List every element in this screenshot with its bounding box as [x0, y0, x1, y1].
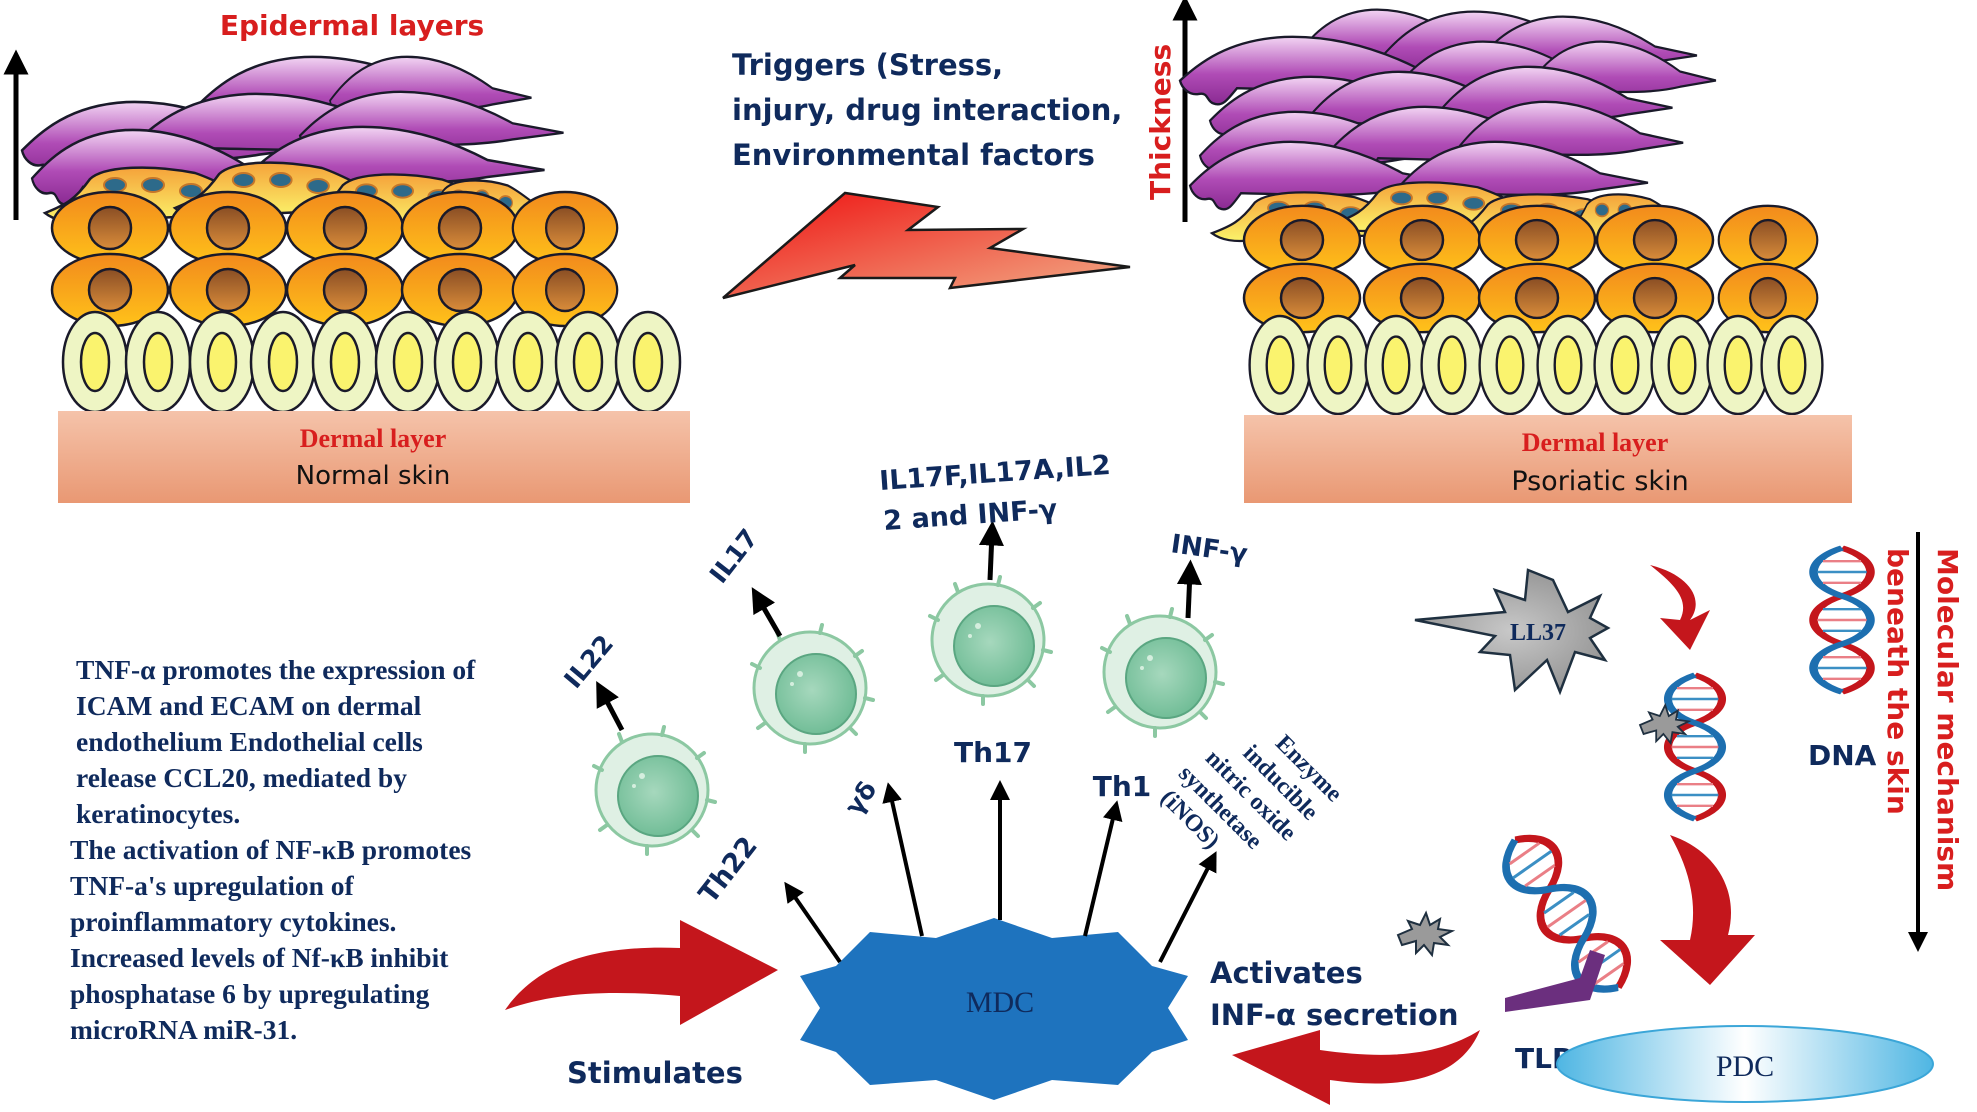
gamma-delta-cell	[750, 623, 875, 754]
activates-line-2: INF-α secretion	[1210, 998, 1459, 1032]
stimulates-arrow-icon	[505, 920, 778, 1025]
nfkb-note-line: proinflammatory cytokines.	[70, 906, 397, 937]
il22-label: IL22	[558, 629, 619, 694]
tnf-note-line: release CCL20, mediated by	[76, 762, 407, 793]
activates-group: Activates INF-α secretion	[1210, 956, 1480, 1105]
psoriatic-stratum-corneum	[1178, 8, 1718, 211]
curved-arrow-down-2	[1660, 835, 1755, 985]
triggers-group: Triggers (Stress, injury, drug interacti…	[722, 48, 1131, 300]
psoriatic-stratum-spinosum	[1242, 204, 1819, 334]
triggers-line-2: injury, drug interaction,	[732, 93, 1122, 127]
ll37-star	[1414, 568, 1611, 696]
nfkb-note-line: TNF-a's upregulation of	[70, 870, 354, 901]
arrow-to-inos	[1158, 851, 1217, 963]
th1-label: Th1	[1093, 770, 1152, 803]
nfkb-note-line: microRNA miR-31.	[70, 1014, 298, 1045]
normal-skin-illustration: Epidermal layers	[3, 9, 690, 503]
ll37-tlr-star	[1397, 912, 1453, 956]
nfkb-note-line: phosphatase 6 by upregulating	[70, 978, 430, 1009]
th1-cell	[1100, 607, 1225, 738]
normal-stratum-spinosum	[50, 190, 619, 328]
arrow-to-th1	[1083, 800, 1123, 937]
th22-label: Th22	[693, 831, 764, 909]
triggers-line-3: Environmental factors	[732, 138, 1095, 172]
th17-products-line-1: IL17F,IL17A,IL2	[878, 450, 1111, 497]
nfkb-note-line: The activation of NF-κB promotes	[70, 834, 472, 865]
th22-cell	[592, 725, 717, 856]
immune-cascade: MDC Th22 γδ Th17 Th1 IL22 IL17 IL17F,IL1…	[558, 450, 1347, 1100]
arrow-to-th22	[784, 881, 842, 964]
tnf-note-line: ICAM and ECAM on dermal	[76, 690, 422, 721]
dna-icon	[1814, 548, 1871, 692]
gamma-delta-label: γδ	[839, 776, 882, 821]
tnf-note-line: TNF-α promotes the expression of	[76, 654, 476, 685]
dna-label: DNA	[1808, 739, 1877, 772]
molecular-label-line-2: beneath the skin	[1881, 548, 1914, 815]
th17-cell	[928, 575, 1053, 706]
tnf-note-line: endothelium Endothelial cells	[76, 726, 423, 757]
psoriatic-dermal-label: Dermal layer	[1522, 428, 1669, 457]
normal-stratum-basale	[61, 310, 682, 414]
activates-arrow-icon	[1232, 1030, 1480, 1105]
arrow-to-gamma-delta	[882, 782, 924, 937]
normal-dermal-label: Dermal layer	[300, 424, 447, 453]
arrow-il17f	[978, 520, 1004, 581]
psoriatic-skin-illustration: Thickness	[1144, 0, 1852, 503]
il17-label: IL17	[704, 524, 764, 589]
mdc-cell	[800, 918, 1188, 1100]
nfkb-note-line: Increased levels of Nf-κB inhibit	[70, 942, 449, 973]
stimulates-label: Stimulates	[567, 1056, 743, 1090]
normal-dermal-layer	[58, 411, 690, 503]
activates-line-1: Activates	[1210, 956, 1363, 990]
stimulates-group: Stimulates	[505, 920, 778, 1090]
lightning-bolt-icon	[722, 191, 1131, 300]
pdc-label: PDC	[1716, 1050, 1774, 1083]
tnf-note: TNF-α promotes the expression of ICAM an…	[76, 652, 475, 832]
inos-label: Enzyme inducible nitric oxide synthetase…	[1155, 730, 1347, 854]
triggers-line-1: Triggers (Stress,	[732, 48, 1003, 82]
pdc-cell	[1556, 1025, 1934, 1103]
tlr-receptor	[1505, 950, 1605, 1012]
dna-helix-bound	[1493, 825, 1640, 1003]
psoriatic-skin-caption: Psoriatic skin	[1511, 466, 1688, 497]
arrow-il17	[751, 587, 783, 638]
th17-products-line-2: 2 and INF-γ	[882, 494, 1058, 537]
arrow-inf-gamma	[1176, 559, 1202, 619]
molecular-label-line-1: Molecular mechanism	[1931, 548, 1964, 891]
arrow-il22	[596, 680, 625, 732]
mdc-label: MDC	[966, 986, 1034, 1019]
molecular-pathway: LL37 TLR PDC DNA Molecular mechanism ben…	[1397, 532, 1964, 1103]
psoriatic-dermal-layer	[1244, 415, 1852, 503]
normal-skin-caption: Normal skin	[296, 461, 451, 491]
nfkb-note: The activation of NF-κB promotes TNF-a's…	[70, 832, 471, 1048]
epidermal-layers-label: Epidermal layers	[220, 9, 484, 42]
thickness-label: Thickness	[1144, 44, 1177, 200]
inf-gamma-label: INF-γ	[1169, 529, 1250, 569]
dna-helix-middle	[1668, 675, 1722, 819]
th17-label: Th17	[954, 736, 1032, 769]
curved-arrow-down-1	[1650, 565, 1710, 650]
ll37-label: LL37	[1510, 620, 1566, 646]
tnf-note-line: keratinocytes.	[76, 798, 241, 829]
